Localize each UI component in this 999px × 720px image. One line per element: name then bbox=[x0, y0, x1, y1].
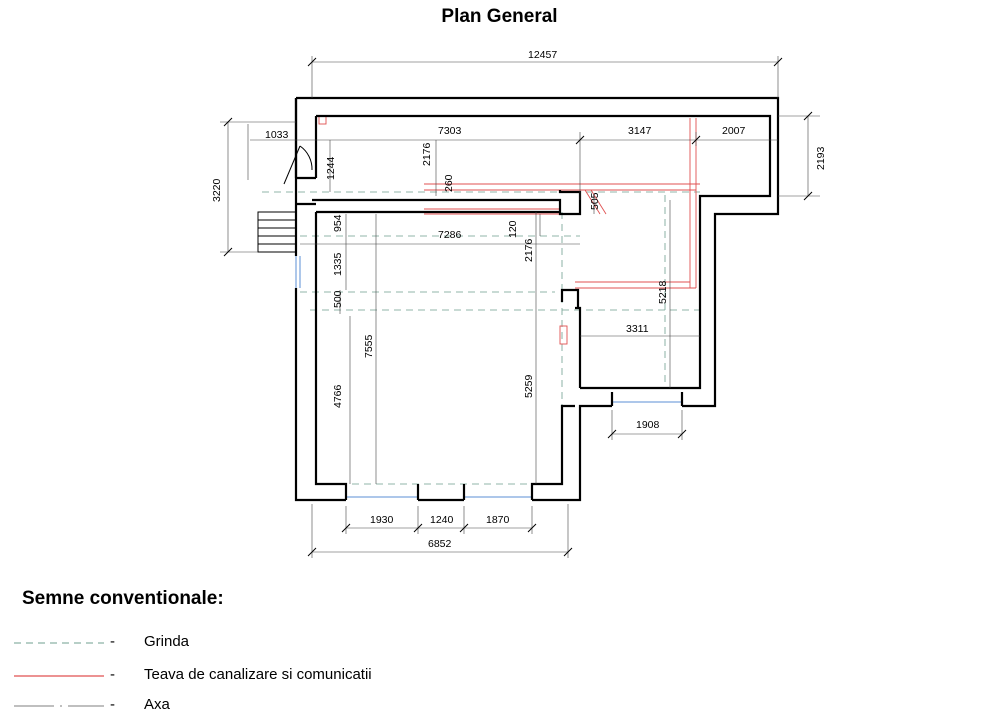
dimension-lines bbox=[220, 56, 820, 558]
dim-1244: 1244 bbox=[325, 156, 337, 180]
legend-item-axa: - Axa bbox=[0, 695, 999, 717]
dim-top-mid: 3147 bbox=[628, 125, 652, 137]
dim-entry-width: 1033 bbox=[265, 129, 289, 141]
dim-5259: 5259 bbox=[523, 374, 535, 398]
dim-954: 954 bbox=[332, 214, 344, 232]
dim-top-right: 2007 bbox=[722, 125, 746, 137]
dim-500: 500 bbox=[332, 290, 344, 308]
legend-label: Axa bbox=[144, 696, 170, 713]
dim-overall-width: 12457 bbox=[528, 49, 557, 61]
beam-lines bbox=[262, 191, 700, 486]
legend-label: Grinda bbox=[144, 633, 190, 650]
dim-entry-height: 3220 bbox=[211, 178, 223, 202]
windows bbox=[295, 256, 682, 498]
floor-plan: 12457 1033 7303 3147 2007 2193 3220 2176… bbox=[211, 49, 827, 558]
dim-120: 120 bbox=[507, 220, 519, 238]
dim-top-left: 7303 bbox=[438, 125, 462, 137]
legend-item-grinda: - Grinda bbox=[0, 632, 999, 654]
dimension-ticks bbox=[223, 57, 813, 557]
dim-inner-width: 7286 bbox=[438, 229, 462, 241]
legend-title: Semne conventionale: bbox=[22, 588, 224, 609]
entry-stairs bbox=[257, 145, 313, 253]
dim-room-width: 3311 bbox=[626, 323, 649, 335]
walls bbox=[294, 96, 780, 502]
legend-item-teava: - Teava de canalizare si comunicatii bbox=[0, 665, 999, 687]
dim-right-height: 2193 bbox=[815, 146, 827, 170]
dim-2176-top: 2176 bbox=[421, 142, 433, 166]
dim-bottom-total: 6852 bbox=[428, 538, 452, 550]
dim-7555: 7555 bbox=[363, 334, 375, 358]
legend-label: Teava de canalizare si comunicatii bbox=[144, 666, 372, 683]
dimension-labels: 12457 1033 7303 3147 2007 2193 3220 2176… bbox=[211, 49, 827, 550]
dim-win-1930: 1930 bbox=[370, 514, 394, 526]
dim-505: 505 bbox=[589, 192, 601, 210]
dim-win-1240: 1240 bbox=[430, 514, 454, 526]
dim-5218: 5218 bbox=[657, 280, 669, 304]
dim-1335: 1335 bbox=[332, 252, 344, 276]
pipe-lines bbox=[318, 115, 700, 345]
dim-4766: 4766 bbox=[332, 384, 344, 408]
dim-2176-inner: 2176 bbox=[523, 238, 535, 262]
legend-dash: - bbox=[110, 696, 115, 713]
page-title: Plan General bbox=[441, 6, 558, 27]
dim-window-right: 1908 bbox=[636, 419, 660, 431]
dim-win-1870: 1870 bbox=[486, 514, 510, 526]
dim-260: 260 bbox=[443, 174, 455, 192]
legend-dash: - bbox=[110, 666, 115, 683]
legend-dash: - bbox=[110, 633, 115, 650]
